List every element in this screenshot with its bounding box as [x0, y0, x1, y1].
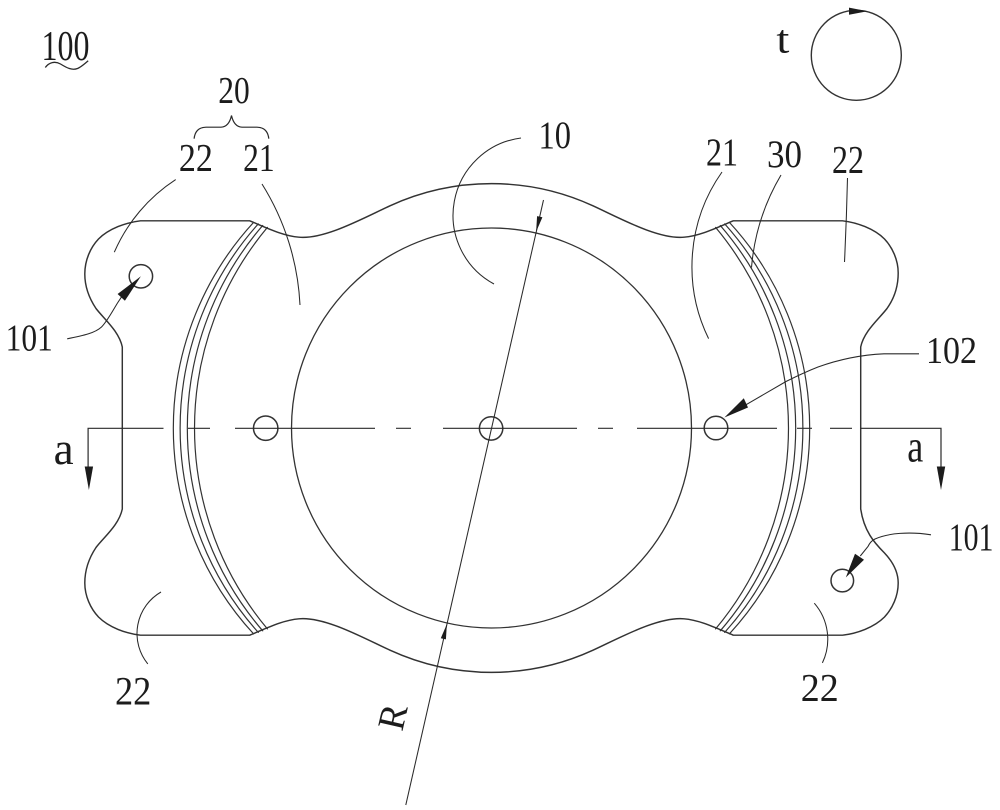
svg-text:30: 30: [767, 133, 802, 176]
svg-text:R: R: [370, 699, 417, 734]
svg-text:22: 22: [832, 139, 864, 182]
svg-text:t: t: [776, 17, 789, 62]
svg-text:101: 101: [949, 516, 994, 559]
svg-text:22: 22: [179, 137, 213, 180]
svg-text:102: 102: [926, 330, 977, 372]
svg-text:100: 100: [42, 24, 90, 70]
svg-text:21: 21: [243, 137, 275, 180]
svg-text:10: 10: [539, 114, 572, 157]
svg-text:21: 21: [706, 131, 738, 174]
svg-text:22: 22: [801, 667, 839, 710]
svg-text:a: a: [907, 421, 923, 472]
svg-text:20: 20: [218, 70, 250, 112]
svg-text:a: a: [54, 423, 74, 474]
svg-text:22: 22: [115, 669, 151, 714]
svg-text:101: 101: [6, 317, 53, 359]
